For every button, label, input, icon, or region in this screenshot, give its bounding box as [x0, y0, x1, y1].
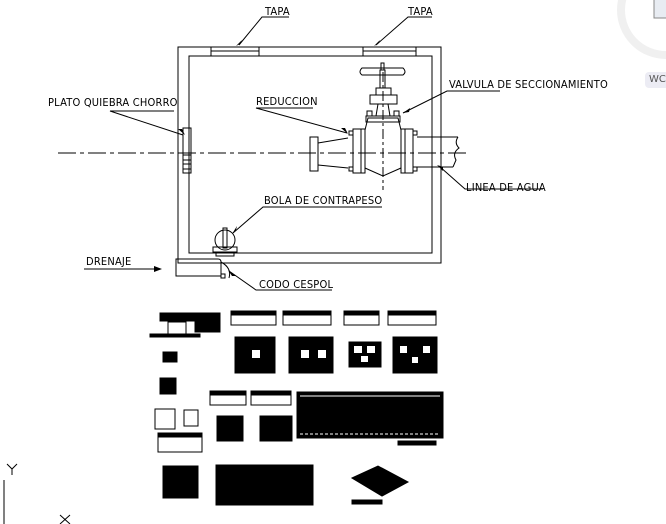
thumb-plan-row1 — [234, 336, 438, 374]
label-plato: PLATO QUIEBRA CHORRO — [48, 96, 178, 109]
arrow-bola — [232, 226, 237, 234]
label-tapa-right: TAPA — [407, 5, 433, 18]
label-reduccion: REDUCCION — [256, 95, 318, 108]
bola-de-contrapeso — [212, 227, 238, 257]
plato-quiebra-chorro — [182, 127, 192, 174]
thumb-schedule-table — [296, 391, 444, 446]
arrow-valvula — [403, 108, 410, 113]
thumb-plan-row2 — [162, 415, 293, 499]
thumb-elevation-row2 — [209, 390, 292, 406]
leader-tapa-right — [375, 16, 432, 46]
arrow-reduccion — [341, 128, 348, 134]
box-outer-wall — [177, 46, 442, 264]
labels: TAPA TAPA VALVULA DE SECCIONAMIENTO PLAT… — [48, 5, 608, 291]
label-valvula: VALVULA DE SECCIONAMIENTO — [449, 78, 608, 91]
viewcube-face[interactable] — [653, 0, 666, 19]
linea-de-agua-pipe — [417, 136, 460, 168]
thumb-elevation-row1 — [230, 310, 437, 326]
thumbnail-sheets — [149, 310, 444, 506]
thumb-small-details — [154, 351, 203, 453]
label-drenaje: DRENAJE — [86, 255, 132, 268]
valve-box-detail — [58, 46, 468, 279]
arrow-codo — [228, 270, 236, 276]
leader-reduccion — [255, 107, 348, 134]
reduccion-fitting — [309, 136, 349, 172]
thumb-section-detail — [149, 312, 221, 338]
label-linea: LINEA DE AGUA — [466, 181, 546, 194]
valvula-seccionamiento — [348, 62, 418, 190]
thumb-notes-text — [215, 464, 314, 506]
arrow-tapa-right — [374, 40, 380, 46]
label-codo: CODO CESPOL — [259, 278, 333, 291]
arrow-tapa-left — [236, 40, 242, 46]
ucs-x-axis-label — [59, 514, 71, 524]
ucs-icon — [3, 463, 71, 524]
tapa-right-cover — [362, 46, 417, 57]
arrow-linea — [437, 165, 443, 171]
leader-valvula — [402, 90, 500, 114]
leader-plato — [109, 110, 184, 136]
arrow-drenaje — [154, 266, 162, 272]
arrow-plato — [178, 129, 185, 135]
leader-bola — [232, 206, 382, 234]
label-bola: BOLA DE CONTRAPESO — [264, 194, 382, 207]
tapa-left-cover — [210, 46, 260, 57]
leader-linea — [438, 165, 543, 190]
codo-cespol — [175, 258, 231, 279]
thumb-isometric — [350, 465, 410, 505]
leader-tapa-left — [238, 16, 289, 46]
label-tapa-left: TAPA — [264, 5, 290, 18]
wcs-menu-button[interactable]: WC — [645, 72, 666, 88]
ucs-y-axis-label — [6, 463, 18, 475]
viewcube[interactable] — [606, 0, 666, 100]
annotations — [84, 16, 543, 291]
leader-codo — [228, 270, 332, 291]
viewcube-ring[interactable] — [617, 0, 666, 59]
